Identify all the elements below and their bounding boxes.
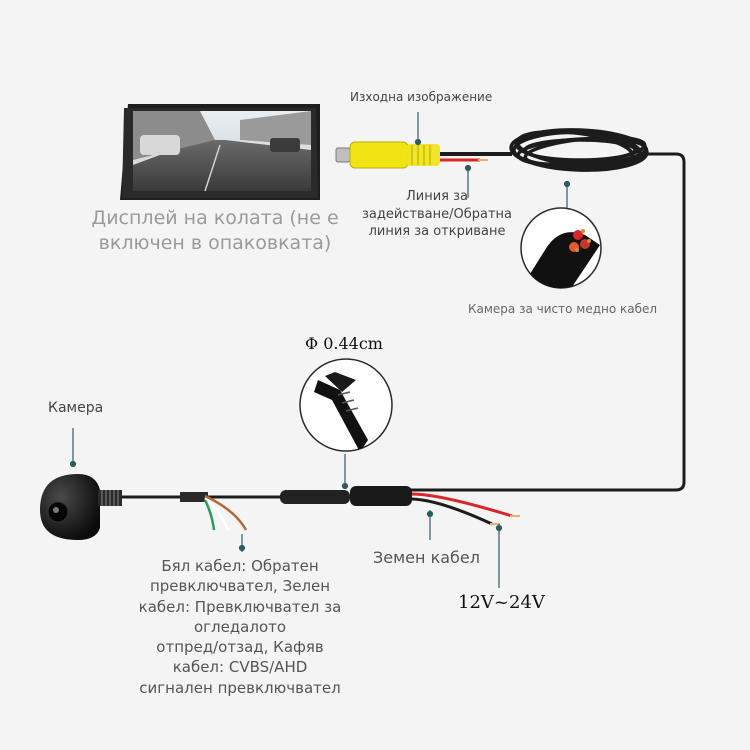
copper-cable-zoom — [520, 207, 602, 289]
rear-camera — [40, 474, 122, 540]
voltage-label: 12V~24V — [458, 592, 545, 613]
wire-legend-label: Бял кабел: Обратен превключвател, Зелен … — [138, 557, 342, 697]
video-cable — [335, 128, 686, 492]
diameter-label: Φ 0.44cm — [305, 334, 383, 353]
car-display — [120, 104, 320, 200]
red-power-wire — [411, 492, 513, 518]
ground-wire-label: Земен кабел — [373, 548, 480, 567]
camera-cable — [122, 486, 520, 531]
connector-zoom — [299, 358, 393, 452]
white-wire — [204, 497, 230, 531]
pointer-lines — [69, 112, 571, 588]
cable-connector — [280, 490, 350, 504]
display-screen — [133, 111, 311, 192]
copper-cable-label: Камера за чисто медно кабел — [468, 302, 658, 316]
green-wire — [203, 499, 216, 531]
ground-wire — [411, 497, 493, 526]
brown-wire — [204, 494, 248, 531]
output-image-label: Изходна изображение — [350, 90, 493, 104]
main-cable-side — [410, 152, 686, 492]
camera-label: Камера — [48, 400, 104, 416]
rca-plug — [349, 141, 409, 169]
trigger-line-label: Линия за задействане/Обратна линия за от… — [361, 189, 513, 240]
rca-metal-tip — [335, 147, 351, 163]
car-display-label: Дисплей на колата (не е включен в опаков… — [91, 207, 339, 254]
cable-coil — [509, 128, 649, 172]
